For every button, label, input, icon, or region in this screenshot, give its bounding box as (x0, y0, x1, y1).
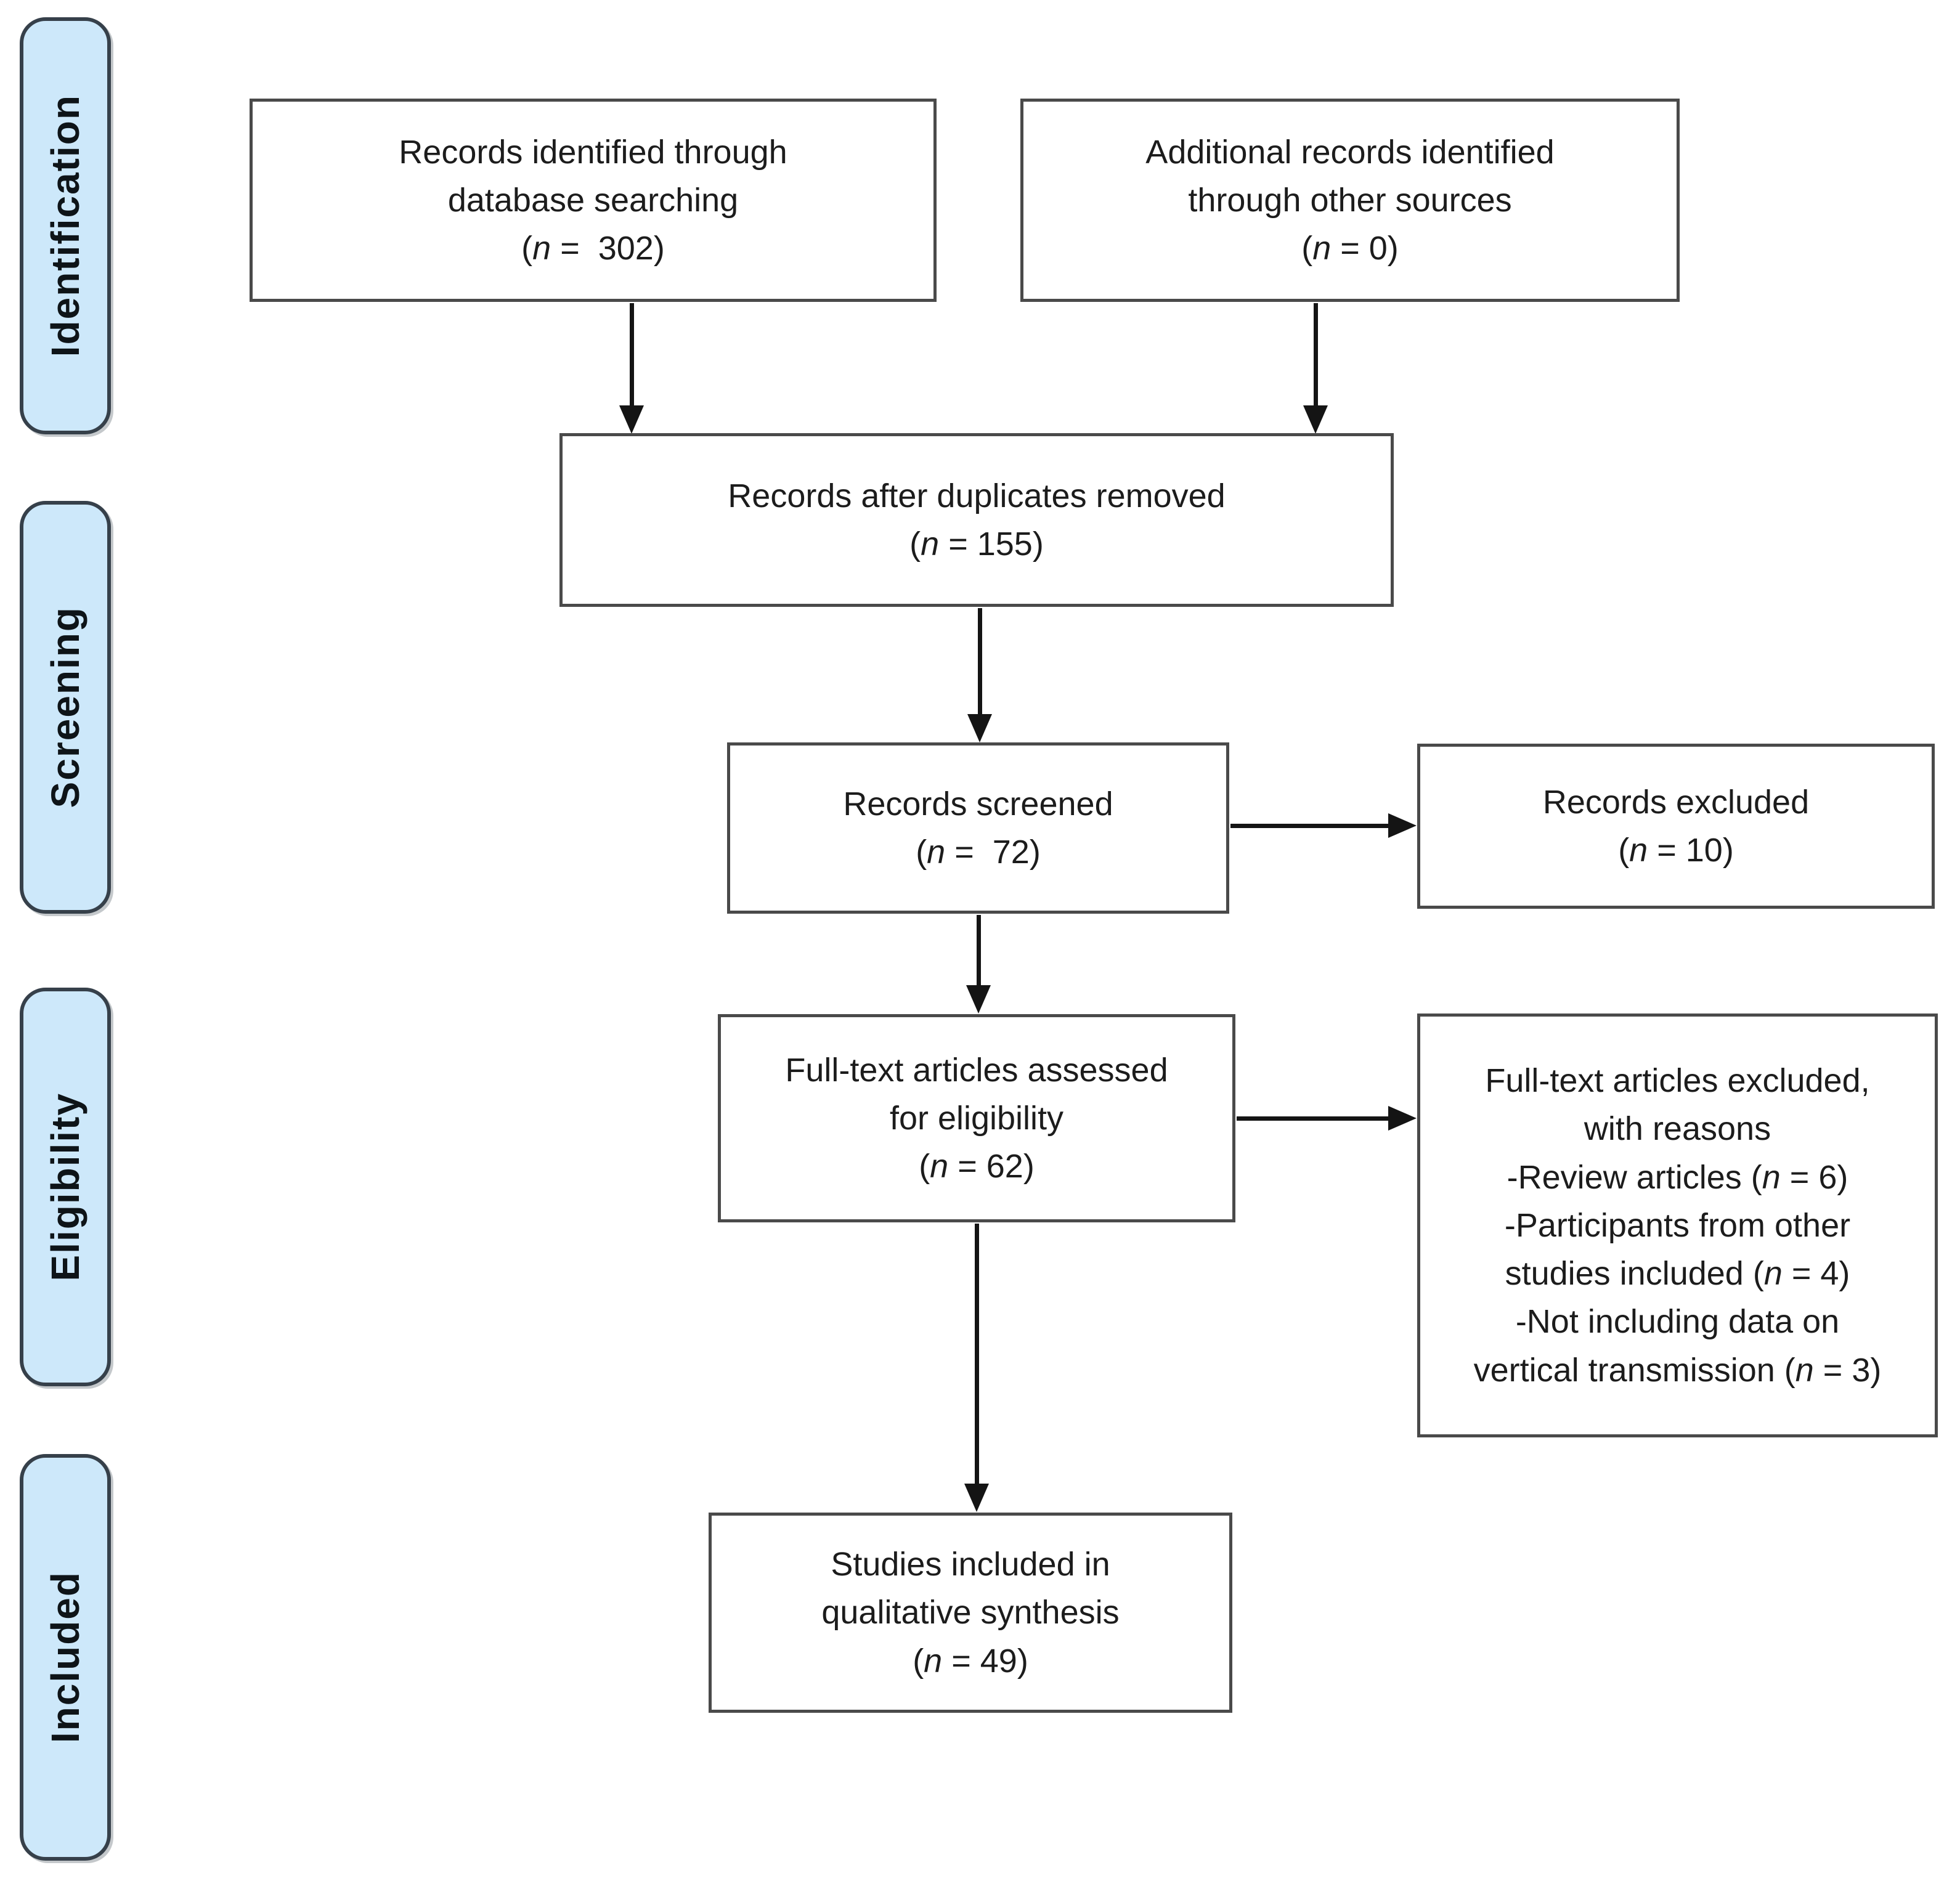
arrow-duplicates-to-screened-head (967, 714, 992, 742)
arrow-duplicates-to-screened-stem (978, 608, 982, 715)
stage-pill-screening: Screening (20, 501, 111, 914)
box-text-line: for eligibility (889, 1099, 1064, 1137)
box-text-line: (n = 72) (916, 834, 1041, 871)
arrow-identified-to-duplicates-stem (630, 303, 634, 407)
box-additional-records: Additional records identified through oth… (1020, 99, 1680, 302)
stage-pill-eligibility: Eligibility (20, 988, 111, 1386)
box-text-line: database searching (447, 181, 739, 219)
arrow-fulltext-to-excluded-head (1388, 1106, 1417, 1131)
box-fulltext-excluded: Full-text articles excluded, with reasons… (1417, 1014, 1938, 1437)
box-text-line: Full-text articles excluded, (1485, 1062, 1870, 1099)
box-text-line: -Not including data on (1515, 1303, 1840, 1341)
stage-label-screening: Screening (43, 606, 87, 808)
box-duplicates-removed: Records after duplicates removed (n = 155… (559, 433, 1394, 607)
box-text-line: Records after duplicates removed (728, 477, 1226, 514)
stage-label-included: Included (43, 1571, 87, 1744)
box-records-identified: Records identified through database searc… (250, 99, 937, 302)
box-text-line: -Review articles (n = 6) (1507, 1158, 1848, 1196)
box-text-line: Additional records identified (1145, 133, 1555, 171)
box-text-line: (n = 62) (919, 1148, 1035, 1185)
box-text-line: (n = 49) (913, 1642, 1028, 1680)
box-text-line: (n = 302) (521, 230, 665, 267)
box-text-line: Records identified through (399, 133, 787, 171)
box-records-screened: Records screened (n = 72) (727, 742, 1229, 914)
arrow-fulltext-to-included-head (964, 1484, 989, 1512)
box-fulltext-assessed: Full-text articles assessed for eligibili… (718, 1014, 1235, 1222)
stage-pill-included: Included (20, 1454, 111, 1861)
box-text-line: vertical transmission (n = 3) (1473, 1351, 1882, 1389)
box-text-line: Records excluded (1542, 783, 1810, 821)
arrow-screened-to-excluded-stem (1230, 824, 1391, 828)
box-text-line: (n = 0) (1301, 230, 1399, 267)
stage-pill-identification: Identification (20, 17, 111, 434)
arrow-fulltext-to-excluded-stem (1237, 1116, 1391, 1121)
stage-label-identification: Identification (43, 94, 87, 357)
box-text-line: Full-text articles assessed (785, 1051, 1168, 1089)
arrow-additional-to-duplicates-head (1303, 405, 1328, 434)
box-text-line: Records screened (843, 785, 1113, 823)
arrow-screened-to-excluded-head (1388, 813, 1417, 838)
box-studies-included: Studies included in qualitative synthesis… (709, 1513, 1232, 1713)
box-text-line: (n = 10) (1618, 832, 1734, 869)
arrow-fulltext-to-included-stem (975, 1224, 979, 1485)
stage-label-eligibility: Eligibility (43, 1092, 87, 1282)
box-text-line: with reasons (1584, 1110, 1771, 1148)
box-text-line: Studies included in (831, 1546, 1110, 1583)
box-text-line: -Participants from other (1504, 1206, 1851, 1244)
box-records-excluded: Records excluded (n = 10) (1417, 744, 1935, 909)
box-text-line: studies included (n = 4) (1505, 1255, 1850, 1293)
arrow-identified-to-duplicates-head (619, 405, 644, 434)
arrow-screened-to-fulltext-stem (977, 915, 981, 986)
arrow-additional-to-duplicates-stem (1314, 303, 1318, 407)
box-text-line: through other sources (1188, 181, 1512, 219)
box-text-line: (n = 155) (909, 526, 1044, 563)
box-text-line: qualitative synthesis (821, 1594, 1120, 1631)
arrow-screened-to-fulltext-head (966, 985, 991, 1014)
